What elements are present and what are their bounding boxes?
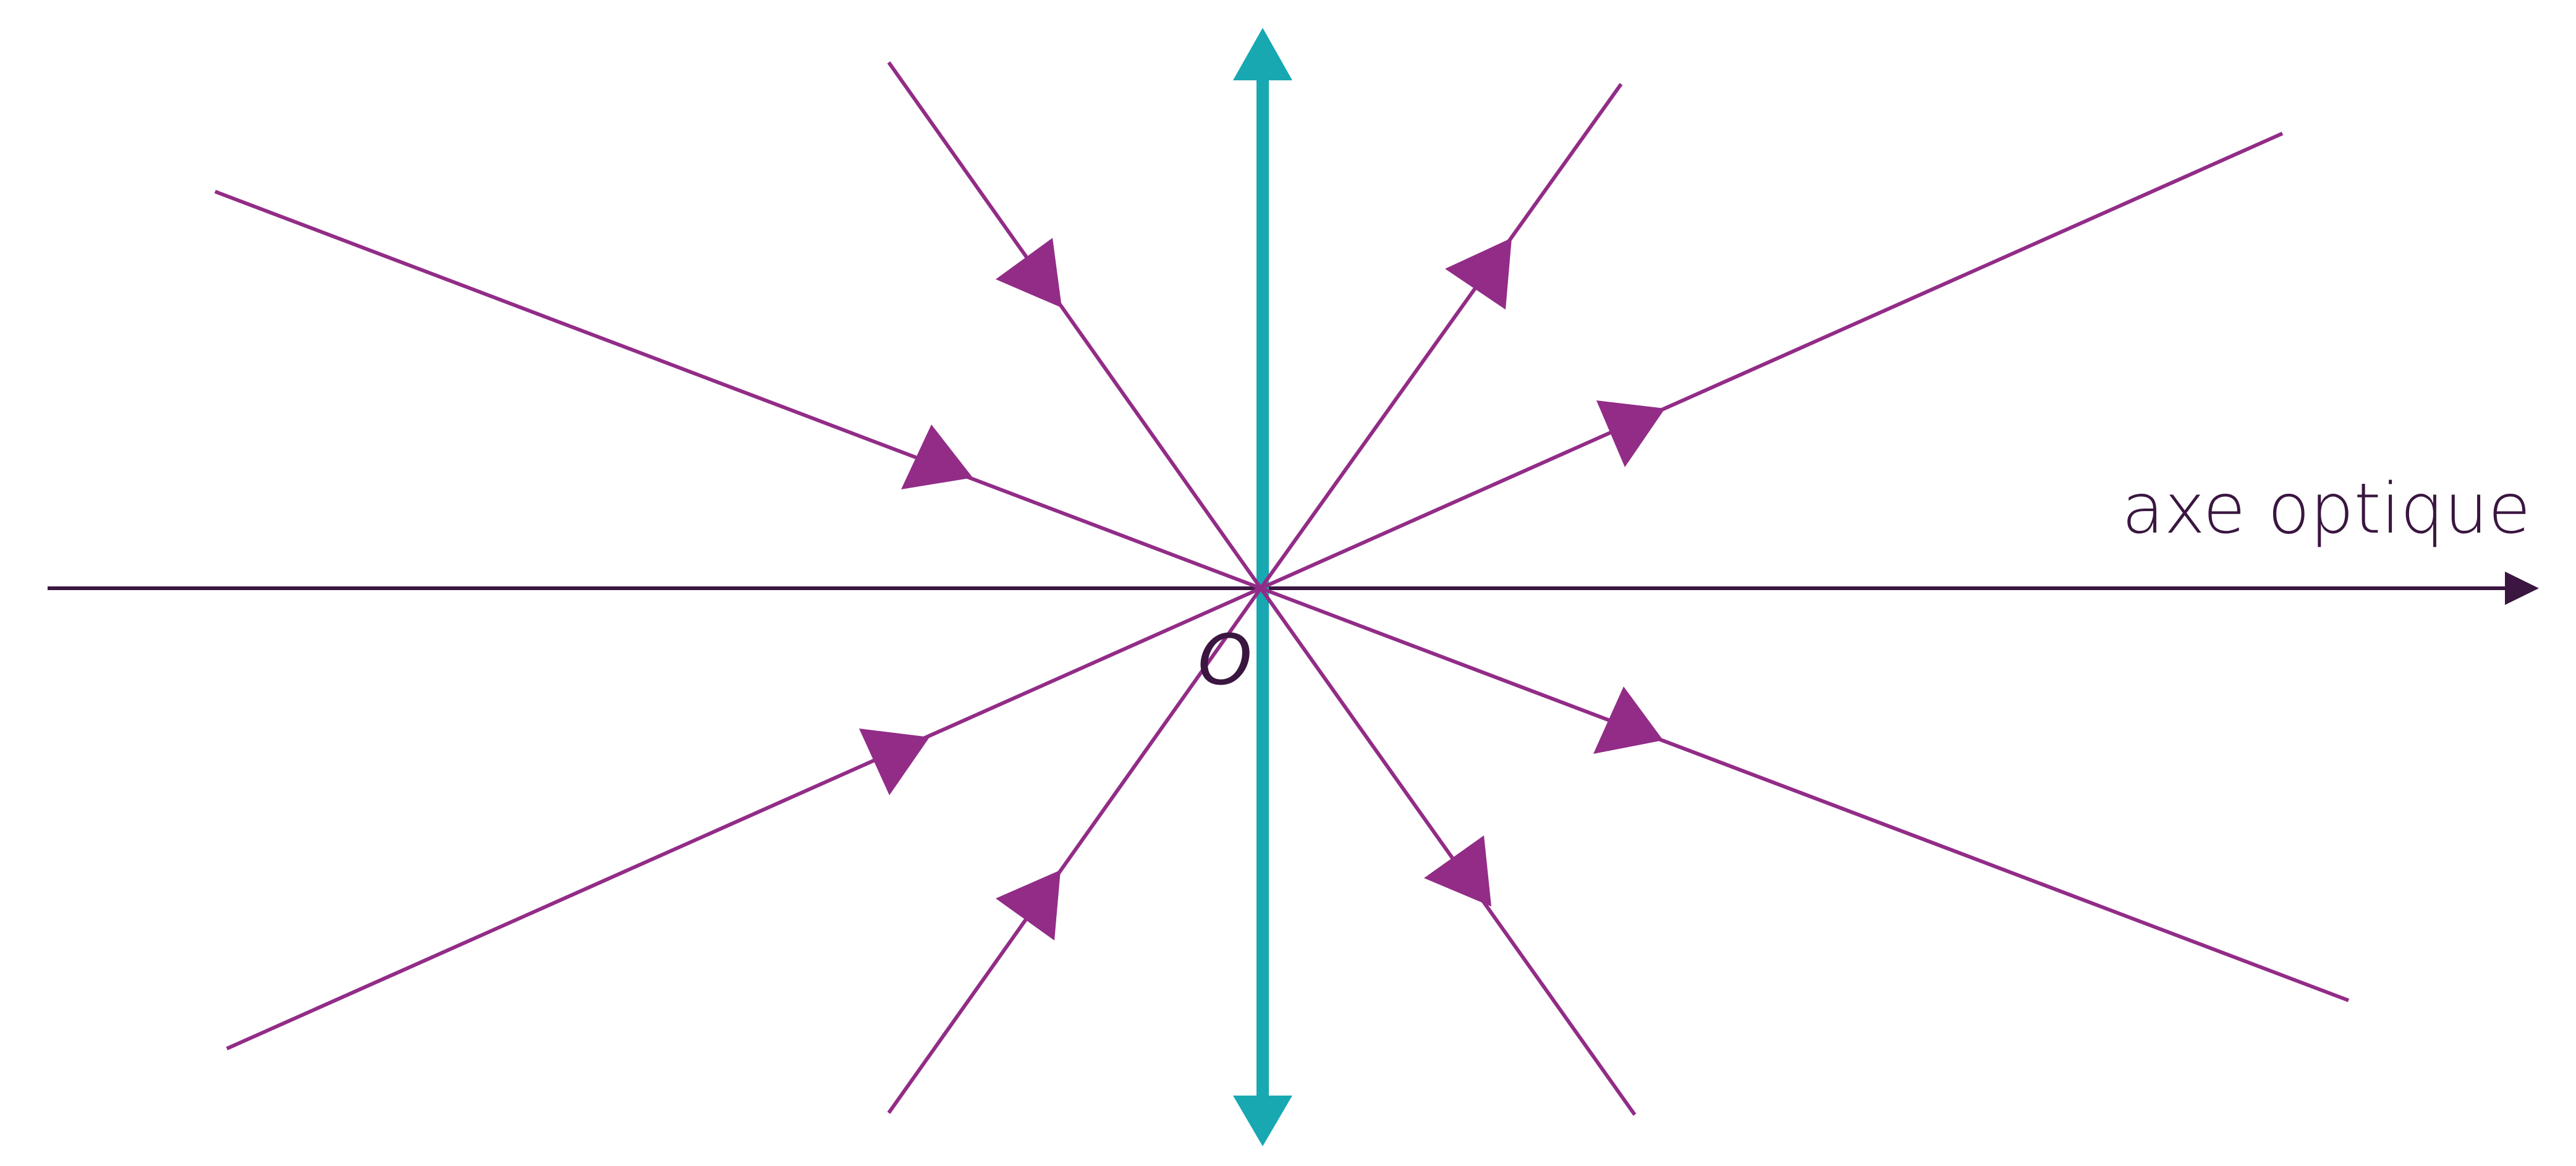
ray-upper-right-shallow: [1260, 132, 2284, 590]
ray-arrow-upper-right-shallow-icon: [1596, 400, 1665, 467]
ray-arrow-lower-left-shallow-icon: [859, 729, 930, 795]
ray-arrow-lower-right-shallow-icon: [1593, 687, 1663, 754]
ray-upper-left-shallow: [214, 190, 1262, 590]
ray-arrow-upper-left-steep-icon: [996, 238, 1062, 308]
lens-top-arrowhead-icon: [1233, 28, 1292, 80]
optical-axis: [48, 572, 2539, 605]
ray-arrow-upper-right-steep-icon: [1445, 238, 1512, 310]
light-rays: [214, 61, 2350, 1116]
optical-axis-arrowhead: [2505, 572, 2539, 605]
ray-lower-left-steep: [887, 587, 1263, 1114]
ray-arrow-lower-right-steep-icon: [1424, 835, 1491, 906]
ray-arrow-upper-left-shallow-icon: [901, 425, 973, 489]
ray-upper-left-steep: [887, 61, 1263, 589]
ray-upper-right-steep: [1259, 83, 1623, 589]
lens-bottom-arrowhead-icon: [1233, 1096, 1292, 1146]
ray-lower-left-shallow: [226, 586, 1262, 1050]
ray-arrowheads: [859, 238, 1665, 940]
optical-center-label: O: [1198, 620, 1252, 701]
ray-lower-right-steep: [1259, 587, 1637, 1116]
ray-arrow-lower-left-steep-icon: [996, 870, 1061, 940]
optical-axis-label: axe optique: [2122, 469, 2531, 549]
ray-lower-right-shallow: [1260, 586, 2350, 1002]
